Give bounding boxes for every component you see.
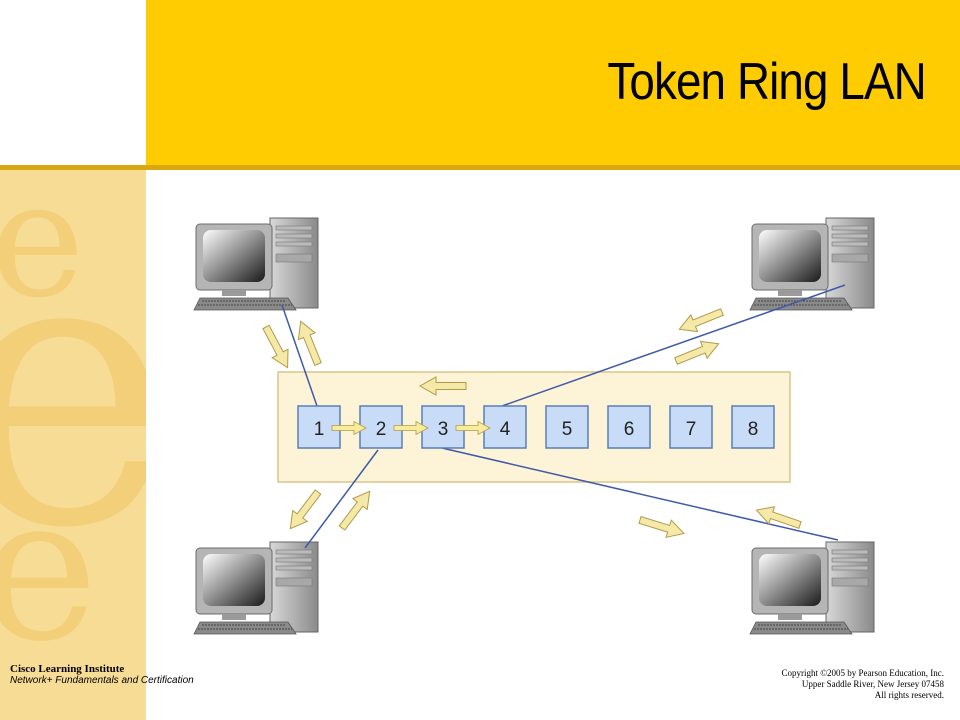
- arrow-to-bottom-left: [282, 486, 326, 535]
- arrow-to-top-right: [672, 334, 723, 370]
- copyright-notice: Copyright ©2005 by Pearson Education, In…: [781, 668, 944, 701]
- title-bar: [146, 0, 960, 165]
- port-label: 7: [686, 419, 697, 440]
- port-label: 1: [314, 419, 325, 440]
- computer-bottom-left: [193, 541, 319, 635]
- institution-name: Cisco Learning Institute: [10, 663, 125, 675]
- port-label: 4: [500, 419, 511, 440]
- port-label: 8: [748, 419, 759, 440]
- port-7: 7: [669, 405, 713, 449]
- port-box: [669, 405, 713, 449]
- arrow-from-top-right: [675, 303, 726, 339]
- cable-top-left: [281, 304, 318, 407]
- cable-top-right: [501, 284, 846, 407]
- arrow-from-bottom-left: [334, 485, 378, 534]
- decorative-letter-e: e: [0, 170, 146, 611]
- port-5: 5: [545, 405, 589, 449]
- port-6: 6: [607, 405, 651, 449]
- arrow-from-bottom-right: [753, 501, 804, 535]
- computer-top-left: [193, 217, 319, 311]
- port-box: [731, 405, 775, 449]
- copyright-line: All rights reserved.: [874, 690, 944, 700]
- course-name: Network+ Fundamentals and Certification: [10, 675, 194, 686]
- decorative-letter-e: e: [0, 453, 99, 686]
- slide-title: Token Ring LAN: [607, 53, 927, 111]
- port-box: [545, 405, 589, 449]
- title-divider: [0, 165, 960, 170]
- copyright-line: Upper Saddle River, New Jersey 07458: [801, 679, 944, 689]
- port-box: [607, 405, 651, 449]
- footer-left: Cisco Learning Institute Network+ Fundam…: [10, 663, 194, 687]
- computer-bottom-right: [749, 541, 875, 635]
- copyright-line: Copyright ©2005 by Pearson Education, In…: [781, 668, 944, 678]
- arrow-to-top-left: [291, 317, 327, 368]
- port-box: [483, 405, 527, 449]
- port-label: 3: [438, 419, 449, 440]
- arrow-to-bottom-right: [636, 510, 688, 543]
- port-label: 5: [562, 419, 573, 440]
- cable-bottom-right: [441, 447, 839, 541]
- port-label: 6: [624, 419, 635, 440]
- decorative-side-band: e e e: [0, 170, 146, 720]
- decorative-letter-e: e: [0, 170, 85, 333]
- port-label: 2: [376, 419, 387, 440]
- port-4: 4: [483, 405, 527, 449]
- cable-bottom-left: [304, 449, 379, 549]
- port-8: 8: [731, 405, 775, 449]
